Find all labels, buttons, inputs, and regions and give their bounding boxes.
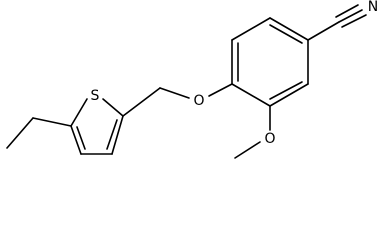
bond-benzene-inner-top-right	[269, 24, 303, 44]
bond-benzene-c6-c1	[231, 83, 271, 107]
chemical-structure-diagram: S O O N	[6, 0, 378, 159]
molecule-drawing: S O O N	[6, 0, 378, 159]
bond-benzene-c2-c3	[231, 17, 271, 41]
nitrile-nitrogen-atom-label: N	[368, 0, 378, 15]
bond-ch2-oxygen	[159, 87, 190, 99]
bond-ethyl-ch3-ch2	[6, 117, 34, 149]
ether-oxygen-atom-label: O	[193, 93, 204, 109]
bond-thiophene-c4-c5	[70, 125, 82, 155]
bond-ethyl-ch2-ring	[32, 117, 72, 127]
bond-thiophene-s-c2	[102, 98, 124, 117]
bond-benzene-c5-c6	[269, 83, 309, 107]
bond-thiophene-c5-s	[70, 98, 88, 127]
bond-thiophene-inner-c2-c3	[106, 119, 118, 150]
bond-nitrile-triple-a	[335, 4, 359, 18]
bond-thiophene-ch2	[122, 87, 161, 117]
bond-thiophene-inner-c4-c5	[76, 126, 86, 150]
bond-benzene-nitrile-carbon	[307, 21, 340, 41]
methoxy-oxygen-atom-label: O	[264, 131, 275, 147]
bond-benzene-inner-bottom	[269, 81, 303, 100]
bond-thiophene-c2-c3	[111, 115, 124, 155]
bond-methoxy-oxygen-methyl	[234, 141, 261, 159]
bond-nitrile-triple-b	[338, 9, 363, 23]
bond-nitrile-triple-c	[341, 14, 367, 28]
sulfur-atom-label: S	[91, 88, 100, 104]
bond-oxygen-benzene	[208, 83, 233, 97]
bond-benzene-c3-c4	[269, 17, 309, 41]
